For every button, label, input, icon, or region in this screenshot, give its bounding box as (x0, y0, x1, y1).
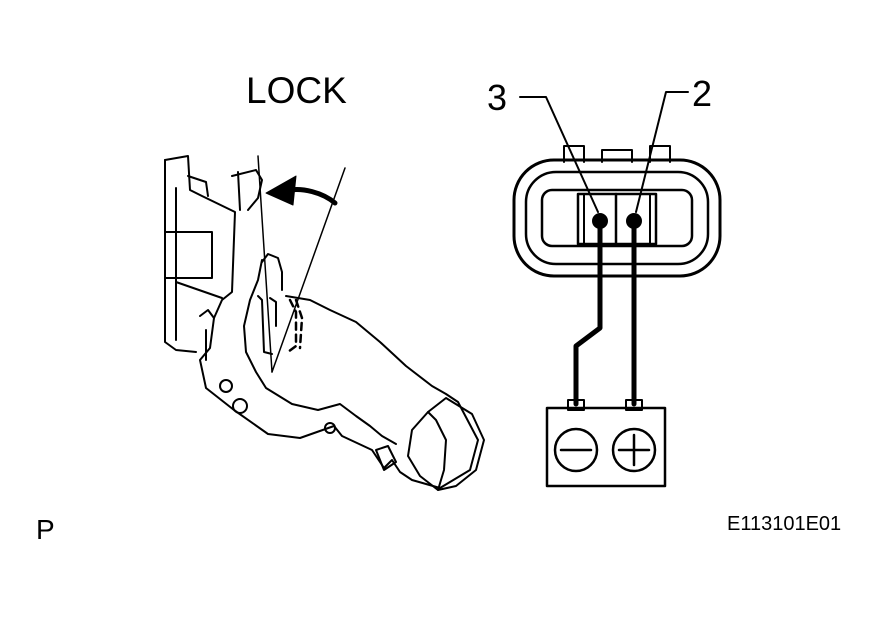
battery (545, 399, 667, 488)
lock-direction-label: LOCK (246, 70, 347, 111)
view-marker-label: P (36, 514, 55, 545)
minus-icon (553, 427, 599, 473)
plus-icon (611, 427, 657, 473)
test-leads (519, 91, 689, 407)
pin-2-label: 2 (692, 73, 713, 114)
figure-id: E113101E01 (727, 513, 842, 535)
pin-3-label: 3 (487, 77, 508, 118)
connector-front-view (512, 145, 722, 278)
door-lock-mechanism-illustration (164, 155, 485, 491)
